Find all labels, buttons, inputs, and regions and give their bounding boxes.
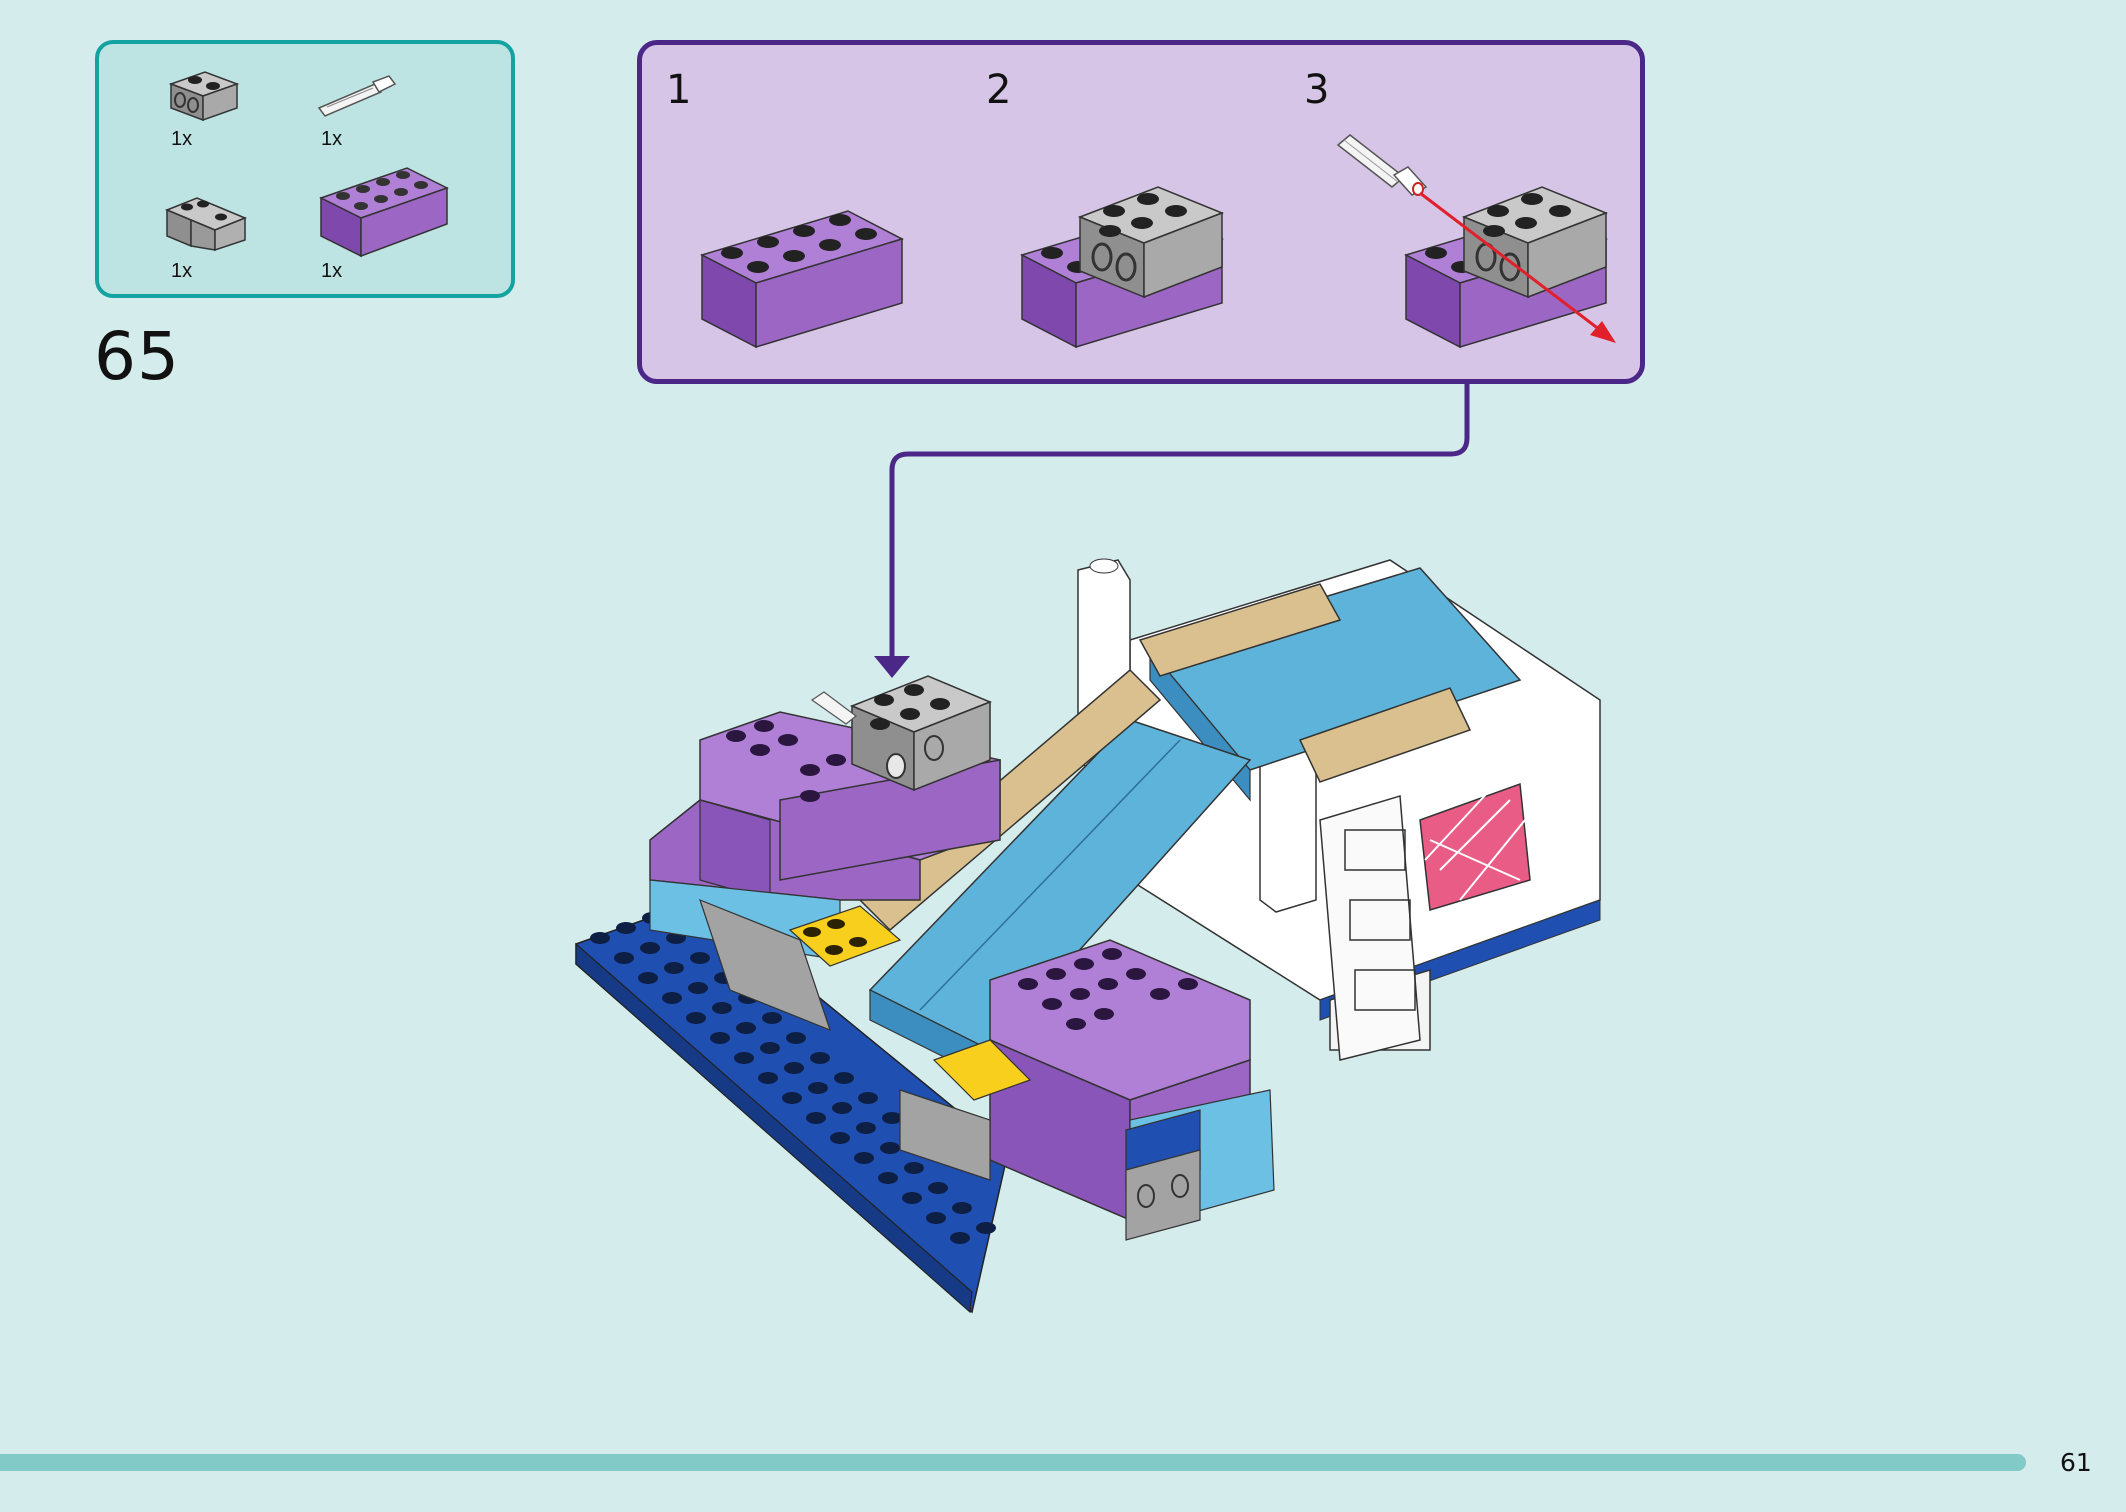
sub-assembly-box: 1 2 3 <box>637 40 1645 384</box>
sub-step-number: 1 <box>666 67 692 113</box>
sub-step-2-illustration <box>1020 186 1225 349</box>
step-number: 65 <box>94 318 180 395</box>
part-qty: 1x <box>171 128 193 150</box>
part-axle-pin <box>317 75 397 117</box>
part-qty: 1x <box>321 128 343 150</box>
part-purple-2x4-brick <box>319 167 449 258</box>
part-gray-technic-brick <box>168 71 240 122</box>
sub-step-1-illustration <box>700 210 904 349</box>
sub-step-3-illustration <box>1336 134 1616 349</box>
footer-bar <box>0 1454 2026 1471</box>
sub-step-number: 3 <box>1304 67 1330 113</box>
page-number: 61 <box>2060 1448 2092 1477</box>
part-gray-corner-brick <box>165 197 247 252</box>
parts-list-box: 1x 1x 1x 1x <box>95 40 515 298</box>
part-qty: 1x <box>171 260 193 282</box>
part-qty: 1x <box>321 260 343 282</box>
sub-step-number: 2 <box>986 67 1012 113</box>
